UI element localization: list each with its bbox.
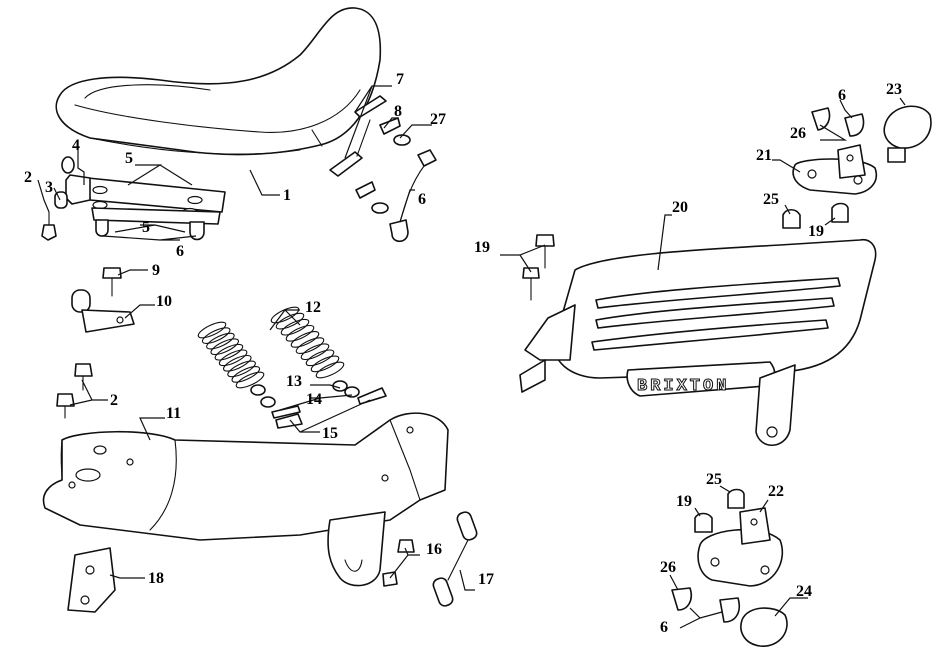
- spring-coil: [280, 318, 310, 336]
- callout-19-upper: 19: [808, 223, 824, 240]
- spring-coil: [275, 312, 305, 330]
- leader-lines: [37, 85, 906, 629]
- callout-10: 10: [156, 293, 172, 310]
- spring-coil: [315, 361, 345, 379]
- callout-6-mid: 6: [418, 191, 426, 208]
- callout-15: 15: [322, 425, 338, 442]
- callout-7: 7: [396, 71, 404, 88]
- indicator-bracket-part-21: [792, 144, 877, 195]
- spring-coil: [201, 327, 231, 344]
- callout-1: 1: [283, 187, 291, 204]
- spring-coil: [295, 337, 325, 354]
- spring-coil: [210, 338, 240, 356]
- callout-6-upper: 6: [838, 87, 846, 104]
- callout-26-lower: 26: [660, 559, 676, 576]
- spring-coil: [231, 366, 261, 383]
- callout-9: 9: [152, 262, 160, 279]
- pin-part-10: [71, 289, 135, 333]
- spring-coil: [227, 360, 256, 378]
- washer-part-4: [61, 156, 75, 174]
- acorn-nut-part-6-left: [95, 219, 205, 241]
- nut-part-16: [382, 539, 415, 587]
- indicator-part-23: [883, 105, 932, 163]
- rubber-part-26-upper: [811, 107, 831, 131]
- callout-5-lower: 5: [142, 219, 150, 236]
- spring-coil: [305, 349, 335, 367]
- callout-2-lower: 2: [110, 392, 118, 409]
- spring-clip-part-15: [275, 413, 303, 429]
- callout-27: 27: [430, 111, 446, 128]
- callout-20: 20: [672, 199, 688, 216]
- seat-frame-part-11: [42, 412, 449, 587]
- bolt-part-25-upper: [782, 208, 801, 229]
- callout-22: 22: [768, 483, 784, 500]
- spring-coil: [270, 306, 300, 324]
- clip-part-8: [355, 117, 401, 199]
- acorn-nut-part-6-mid: [389, 149, 437, 243]
- spring-coil: [214, 343, 244, 361]
- washer-part-27: [371, 134, 411, 214]
- acorn-nut-part-6-upper: [844, 113, 865, 137]
- seat-bracket-part-5: [91, 207, 221, 225]
- bolt-part-25-lower: [694, 512, 713, 533]
- seat-part-1: [55, 7, 382, 156]
- mount-plate-part-18: [67, 547, 116, 613]
- brixton-logo: BRIXTON: [637, 377, 729, 396]
- luggage-rack-part-20: BRIXTON: [519, 238, 877, 446]
- bolt-part-19-lower: [727, 488, 745, 509]
- spring-coil: [235, 371, 265, 389]
- callout-6-lower: 6: [660, 619, 668, 636]
- bolt-part-9: [102, 267, 122, 297]
- callout-16: 16: [426, 541, 442, 558]
- acorn-nut-part-6-lower: [719, 597, 740, 623]
- spring-seat-part-13: [250, 380, 360, 408]
- callout-4: 4: [72, 137, 80, 154]
- callout-24: 24: [796, 583, 812, 600]
- spring-coil: [285, 324, 315, 342]
- callout-14: 14: [306, 391, 322, 408]
- callout-23: 23: [886, 81, 902, 98]
- callout-8: 8: [394, 103, 402, 120]
- callout-3: 3: [45, 179, 53, 196]
- callout-labels: 1 2 3 4 5 5 6 7 8 27 6 9 10 12 13 14 15 …: [24, 71, 902, 636]
- bolt-part-19-upper: [831, 202, 849, 223]
- callout-26-upper: 26: [790, 125, 806, 142]
- callout-19-rack: 19: [474, 239, 490, 256]
- callout-18: 18: [148, 570, 164, 587]
- rubber-part-26-lower: [671, 587, 693, 611]
- callout-25-lower: 19: [676, 493, 692, 510]
- indicator-bracket-part-22: [697, 507, 784, 587]
- spring-coil: [197, 321, 227, 339]
- callout-17: 17: [478, 571, 494, 588]
- spring-coil: [310, 355, 340, 373]
- spring-pin-part-14: [271, 387, 387, 419]
- spring-coil: [290, 331, 320, 348]
- bolt-part-2-lower: [56, 363, 93, 419]
- bolt-part-19-rack: [522, 234, 555, 301]
- callout-21: 21: [756, 147, 772, 164]
- spring-part-12: [197, 306, 345, 389]
- callout-19-lower: 25: [706, 471, 722, 488]
- callout-5-upper: 5: [125, 150, 133, 167]
- callout-13: 13: [286, 373, 302, 390]
- bolt-part-2-upper: [41, 211, 57, 241]
- callout-11: 11: [166, 405, 181, 422]
- spring-coil: [218, 349, 248, 367]
- callout-25-upper: 25: [763, 191, 779, 208]
- spring-coil: [222, 354, 252, 372]
- callout-2: 2: [24, 169, 32, 186]
- bolt-part-17: [432, 511, 478, 607]
- callout-12: 12: [305, 299, 321, 316]
- indicator-part-24: [740, 607, 788, 647]
- spring-coil: [206, 332, 235, 350]
- callout-6-left: 6: [176, 243, 184, 260]
- spring-coil: [300, 343, 330, 361]
